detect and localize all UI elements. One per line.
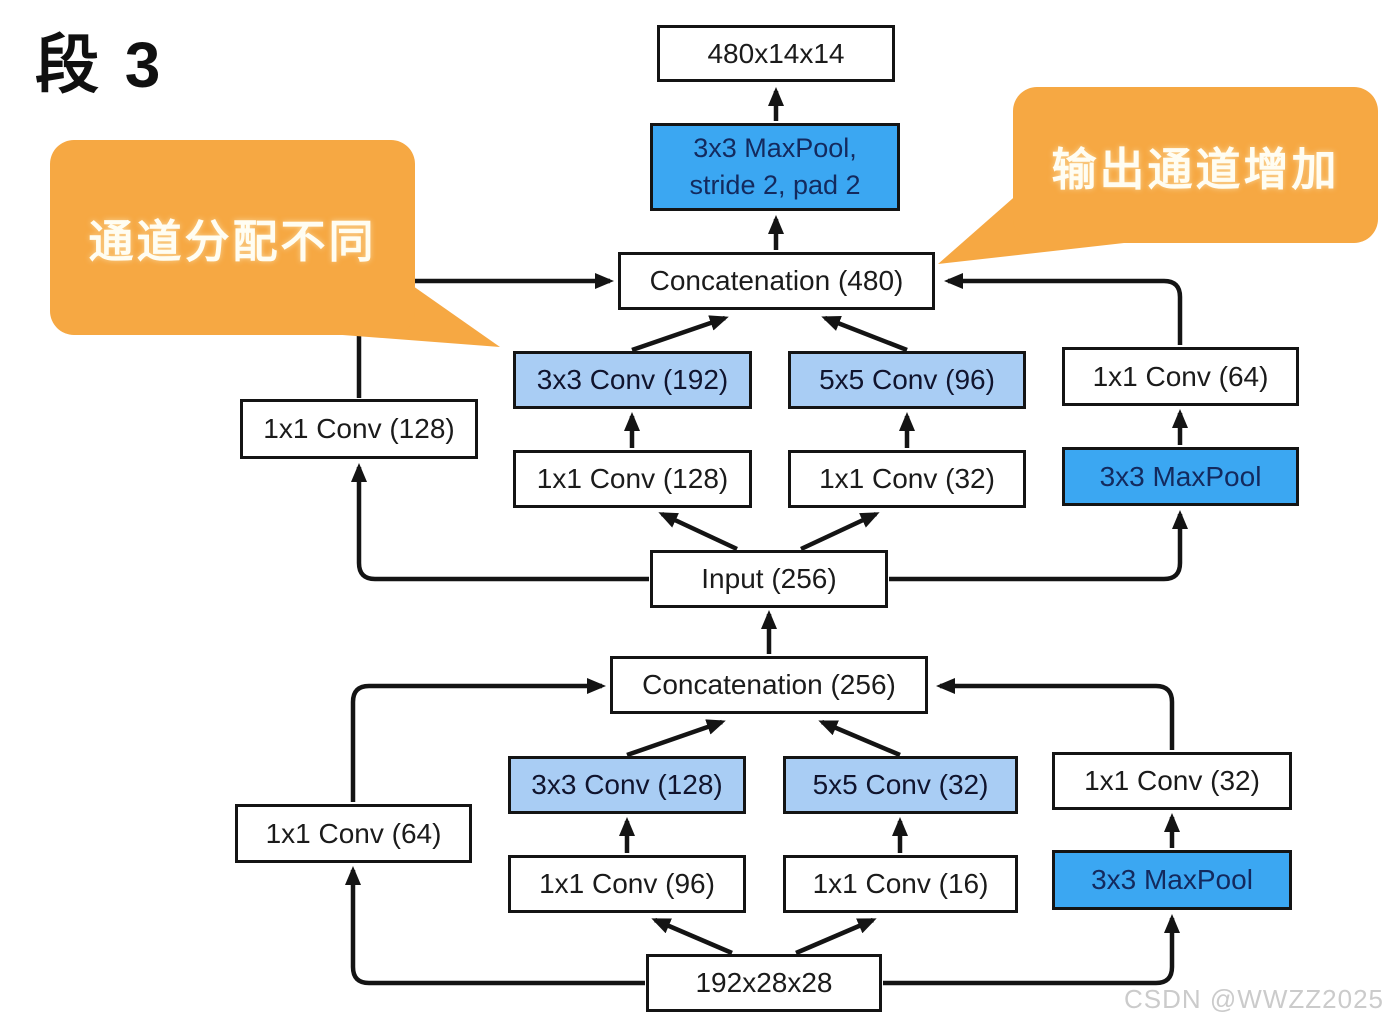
node-conv1x1-32-right: 1x1 Conv (32): [1052, 752, 1292, 810]
node-conv1x1-32-mid: 1x1 Conv (32): [788, 450, 1026, 508]
maxpool-stride-line1: 3x3 MaxPool,: [693, 132, 857, 163]
node-conv3x3-128: 3x3 Conv (128): [508, 756, 746, 814]
callout-right-label: 输出通道增加: [1051, 143, 1340, 195]
node-input-shape: 192x28x28: [646, 954, 882, 1012]
node-input-256: Input (256): [650, 550, 888, 608]
node-maxpool-lower: 3x3 MaxPool: [1052, 850, 1292, 910]
watermark: CSDN @WWZZ2025: [1124, 984, 1384, 1014]
callout-left-label: 通道分配不同: [88, 216, 377, 267]
node-conv1x1-64-left: 1x1 Conv (64): [235, 804, 472, 863]
page-title: 段 3: [35, 29, 165, 101]
node-concat-256: Concatenation (256): [610, 656, 928, 714]
node-maxpool-stride: 3x3 MaxPool, stride 2, pad 2: [650, 123, 900, 211]
node-conv1x1-128-left: 1x1 Conv (128): [240, 399, 478, 459]
node-maxpool-upper: 3x3 MaxPool: [1062, 447, 1299, 506]
node-conv5x5-32: 5x5 Conv (32): [783, 756, 1018, 814]
node-conv1x1-96: 1x1 Conv (96): [508, 855, 746, 913]
maxpool-stride-line2: stride 2, pad 2: [689, 170, 861, 200]
node-conv3x3-192: 3x3 Conv (192): [513, 351, 752, 409]
callout-output-channels: 输出通道增加: [1013, 87, 1378, 243]
node-concat-480: Concatenation (480): [618, 252, 935, 310]
node-conv1x1-64: 1x1 Conv (64): [1062, 347, 1299, 406]
node-output-shape: 480x14x14: [657, 25, 895, 82]
node-conv1x1-16: 1x1 Conv (16): [783, 855, 1018, 913]
callout-channel-allocation: 通道分配不同: [50, 140, 415, 335]
node-conv5x5-96: 5x5 Conv (96): [788, 351, 1026, 409]
node-conv1x1-128-mid: 1x1 Conv (128): [513, 450, 752, 508]
